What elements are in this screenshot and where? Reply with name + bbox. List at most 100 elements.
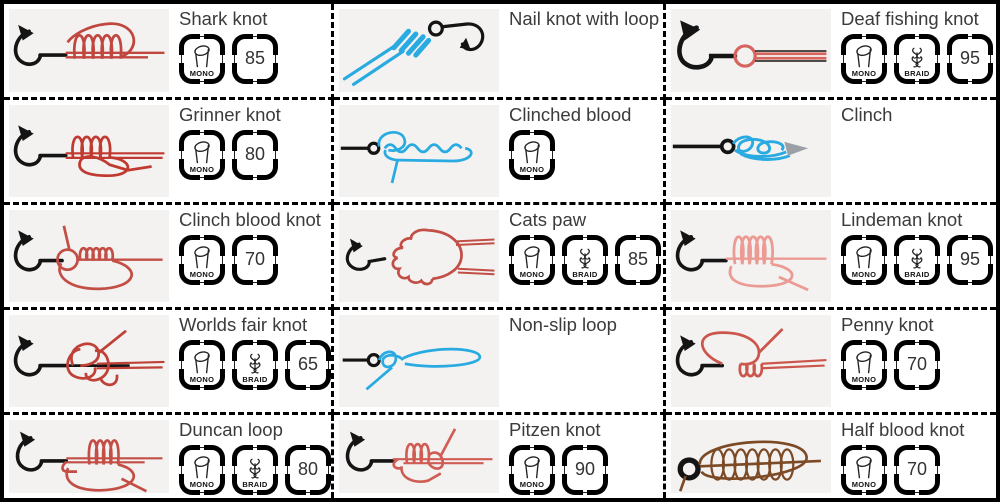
knot-cell: Clinch blood knot MONO 70 (4, 205, 334, 310)
mono-badge: MONO (509, 129, 555, 180)
braid-badge: BRAID (894, 234, 940, 285)
badge-row: MONO 90 (509, 444, 661, 495)
knot-info: Pitzen knot MONO 90 (501, 415, 663, 498)
knot-name: Clinch blood knot (179, 209, 321, 230)
knot-illustration (339, 315, 499, 407)
knot-info: Shark knot MONO 85 (171, 4, 331, 97)
knot-info: Clinch (833, 100, 996, 202)
knot-illustration (671, 420, 831, 493)
knot-name: Deaf fishing knot (841, 8, 979, 29)
knot-cell: Half blood knot MONO 70 (666, 415, 996, 498)
mono-line-icon (853, 241, 875, 271)
braid-line-icon (907, 241, 927, 271)
mono-badge: MONO (179, 33, 225, 84)
strength-badge: 90 (562, 444, 608, 495)
knot-cell: Worlds fair knot MONO BRAID 65 (4, 310, 334, 415)
mono-badge: MONO (179, 339, 225, 390)
strength-badge: 80 (285, 444, 331, 495)
knot-info: Lindeman knot MONO BRAID 95 (833, 205, 996, 307)
knot-illustration (9, 210, 169, 302)
mono-line-icon (191, 346, 213, 376)
knot-illustration (671, 105, 831, 197)
braid-badge: BRAID (232, 339, 278, 390)
braid-badge: BRAID (894, 33, 940, 84)
mono-label: MONO (189, 479, 215, 489)
strength-value: 80 (297, 459, 319, 480)
knot-cell: Penny knot MONO 70 (666, 310, 996, 415)
knot-cell: Non-slip loop (334, 310, 666, 415)
badge-row: MONO BRAID 95 (841, 234, 994, 285)
mono-line-icon (191, 136, 213, 166)
mono-badge: MONO (509, 234, 555, 285)
knot-name: Pitzen knot (509, 419, 601, 440)
strength-value: 80 (244, 144, 266, 165)
knot-illustration (9, 315, 169, 407)
mono-label: MONO (189, 164, 215, 174)
knot-info: Nail knot with loop (501, 4, 663, 97)
mono-badge: MONO (841, 444, 887, 495)
knot-name: Duncan loop (179, 419, 283, 440)
badge-row: MONO BRAID 80 (179, 444, 331, 495)
mono-label: MONO (851, 374, 877, 384)
knot-cell: Cats paw MONO BRAID 85 (334, 205, 666, 310)
mono-badge: MONO (179, 234, 225, 285)
knot-name: Clinched blood (509, 104, 632, 125)
knot-illustration (339, 9, 499, 92)
strength-value: 95 (959, 48, 981, 69)
knot-cell: Lindeman knot MONO BRAID 95 (666, 205, 996, 310)
mono-line-icon (191, 40, 213, 70)
mono-line-icon (521, 241, 543, 271)
strength-badge: 95 (947, 33, 993, 84)
mono-line-icon (853, 346, 875, 376)
badge-row: MONO BRAID 85 (509, 234, 661, 285)
knot-info: Penny knot MONO 70 (833, 310, 996, 412)
knot-illustration (339, 420, 499, 493)
mono-badge: MONO (841, 234, 887, 285)
knot-name: Penny knot (841, 314, 934, 335)
braid-line-icon (907, 40, 927, 70)
braid-label: BRAID (904, 269, 930, 279)
knot-info: Clinched blood MONO (501, 100, 663, 202)
knot-info: Clinch blood knot MONO 70 (171, 205, 331, 307)
knot-name: Nail knot with loop (509, 8, 660, 29)
knot-illustration (339, 105, 499, 197)
mono-line-icon (853, 451, 875, 481)
knot-name: Clinch (841, 104, 893, 125)
braid-label: BRAID (242, 479, 268, 489)
knot-name: Non-slip loop (509, 314, 617, 335)
strength-badge: 70 (894, 444, 940, 495)
braid-line-icon (245, 451, 265, 481)
mono-label: MONO (851, 479, 877, 489)
strength-badge: 80 (232, 129, 278, 180)
strength-value: 65 (297, 354, 319, 375)
badge-row: MONO 70 (179, 234, 329, 285)
strength-value: 70 (906, 354, 928, 375)
knot-info: Half blood knot MONO 70 (833, 415, 996, 498)
mono-badge: MONO (841, 339, 887, 390)
mono-label: MONO (851, 269, 877, 279)
knot-name: Half blood knot (841, 419, 965, 440)
knot-illustration (339, 210, 499, 302)
knot-cell: Shark knot MONO 85 (4, 4, 334, 100)
knot-cell: Clinch (666, 100, 996, 205)
knot-illustration (671, 9, 831, 92)
mono-line-icon (853, 40, 875, 70)
strength-value: 90 (574, 459, 596, 480)
knot-illustration (671, 315, 831, 407)
knot-name: Shark knot (179, 8, 268, 29)
knot-info: Cats paw MONO BRAID 85 (501, 205, 663, 307)
knot-name: Lindeman knot (841, 209, 963, 230)
knot-info: Worlds fair knot MONO BRAID 65 (171, 310, 331, 412)
badge-row: MONO BRAID 95 (841, 33, 994, 84)
mono-badge: MONO (509, 444, 555, 495)
knot-cell: Pitzen knot MONO 90 (334, 415, 666, 498)
badge-row: MONO 70 (841, 444, 994, 495)
mono-badge: MONO (179, 444, 225, 495)
mono-badge: MONO (179, 129, 225, 180)
braid-label: BRAID (242, 374, 268, 384)
knot-cell: Deaf fishing knot MONO BRAID 95 (666, 4, 996, 100)
mono-label: MONO (851, 68, 877, 78)
braid-badge: BRAID (562, 234, 608, 285)
mono-label: MONO (519, 164, 545, 174)
